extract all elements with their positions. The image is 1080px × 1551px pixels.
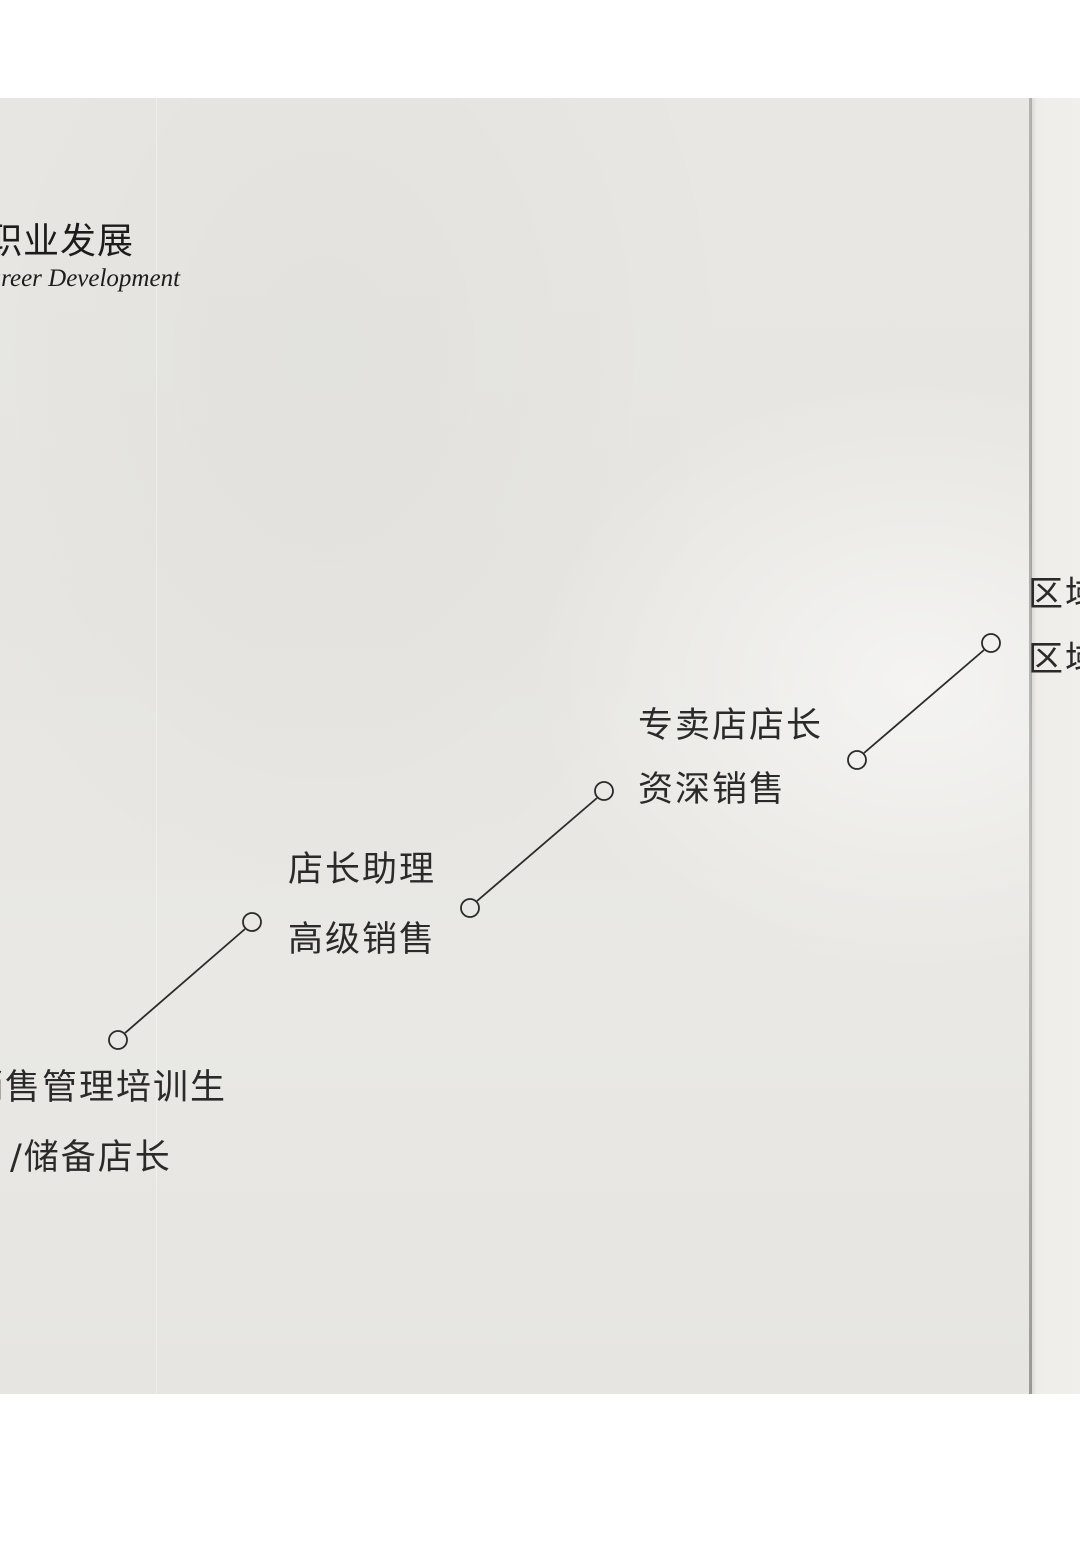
step-1-role-line1: 销售管理培训生 [0, 1068, 228, 1108]
step-2-role-line1: 店长助理 [288, 850, 437, 890]
torn-paper-edge [1031, 98, 1080, 1394]
step-1-role-line2: /储备店长 [10, 1138, 172, 1178]
step-4-role-line1: 区域 [1028, 575, 1080, 615]
page-subtitle: Career Development [0, 265, 181, 292]
paper-fold-line [156, 98, 157, 1394]
page-title: 职业发展 [0, 221, 135, 262]
torn-paper-edge-shadow [1029, 98, 1032, 1394]
step-4-role-line2: 区域 [1028, 640, 1080, 680]
step-3-role-line1: 专卖店店长 [638, 706, 824, 746]
step-3-role-line2: 资深销售 [638, 770, 787, 810]
step-2-role-line2: 高级销售 [288, 920, 437, 960]
